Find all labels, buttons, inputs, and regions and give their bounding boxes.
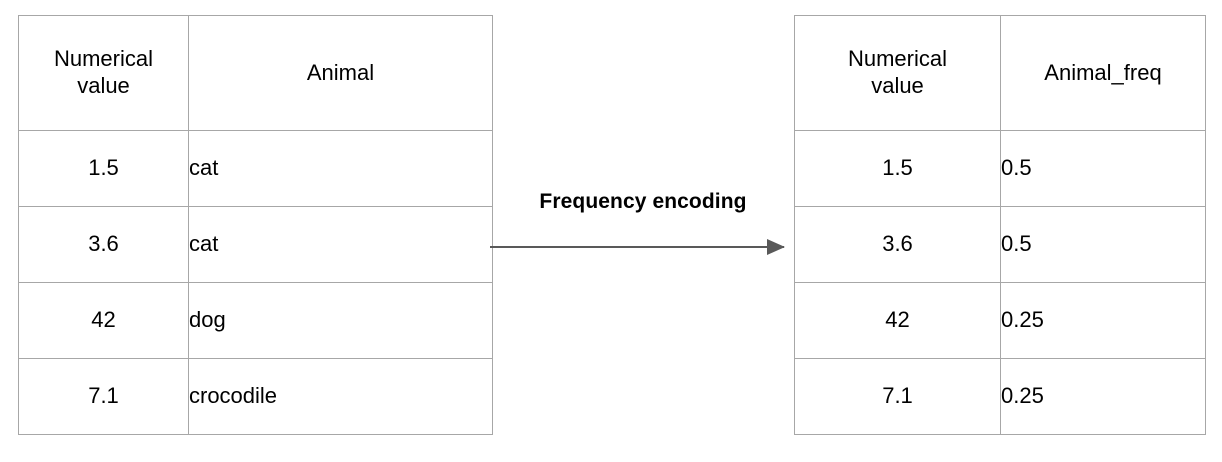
table-row: 3.6 0.5 bbox=[794, 206, 1206, 283]
header-line-1: Numerical bbox=[53, 46, 154, 72]
encoded-table-body: 1.5 0.5 3.6 0.5 42 0.25 7.1 0.25 bbox=[794, 130, 1206, 435]
cell-animal: crocodile bbox=[188, 358, 493, 435]
cell-numerical-value: 3.6 bbox=[18, 206, 189, 283]
source-table-header: Numerical value Animal bbox=[18, 15, 493, 131]
header-line-2: value bbox=[871, 73, 924, 98]
cell-animal-freq: 0.5 bbox=[1000, 206, 1206, 283]
column-header-animal: Animal bbox=[188, 15, 493, 131]
cell-animal-freq: 0.25 bbox=[1000, 282, 1206, 359]
cell-animal-freq: 0.5 bbox=[1000, 130, 1206, 207]
cell-numerical-value: 7.1 bbox=[18, 358, 189, 435]
source-table-body: 1.5 cat 3.6 cat 42 dog 7.1 crocodile bbox=[18, 130, 493, 435]
column-header-numerical-value: Numerical value bbox=[18, 15, 189, 131]
table-row: 7.1 0.25 bbox=[794, 358, 1206, 435]
cell-animal: cat bbox=[188, 206, 493, 283]
table-row: 1.5 cat bbox=[18, 130, 493, 207]
table-header-row: Numerical value Animal bbox=[18, 15, 493, 131]
source-data-table: Numerical value Animal 1.5 cat 3.6 cat 4… bbox=[18, 15, 493, 435]
encoded-data-table: Numerical value Animal_freq 1.5 0.5 3.6 … bbox=[794, 15, 1206, 435]
table-row: 42 0.25 bbox=[794, 282, 1206, 359]
table-header-row: Numerical value Animal_freq bbox=[794, 15, 1206, 131]
cell-numerical-value: 42 bbox=[18, 282, 189, 359]
table-row: 7.1 crocodile bbox=[18, 358, 493, 435]
transform-label: Frequency encoding bbox=[539, 190, 747, 213]
cell-animal-freq: 0.25 bbox=[1000, 358, 1206, 435]
cell-numerical-value: 3.6 bbox=[794, 206, 1001, 283]
cell-numerical-value: 1.5 bbox=[18, 130, 189, 207]
table-row: 3.6 cat bbox=[18, 206, 493, 283]
encoded-table-header: Numerical value Animal_freq bbox=[794, 15, 1206, 131]
cell-animal: cat bbox=[188, 130, 493, 207]
column-header-animal-freq: Animal_freq bbox=[1000, 15, 1206, 131]
cell-numerical-value: 1.5 bbox=[794, 130, 1001, 207]
table-row: 42 dog bbox=[18, 282, 493, 359]
column-header-numerical-value: Numerical value bbox=[794, 15, 1001, 131]
table-row: 1.5 0.5 bbox=[794, 130, 1206, 207]
header-line-2: value bbox=[77, 73, 130, 98]
arrow-right-icon bbox=[490, 239, 785, 255]
header-line-1: Numerical bbox=[847, 46, 948, 72]
cell-animal: dog bbox=[188, 282, 493, 359]
cell-numerical-value: 7.1 bbox=[794, 358, 1001, 435]
cell-numerical-value: 42 bbox=[794, 282, 1001, 359]
transform-annotation: Frequency encoding bbox=[488, 190, 798, 270]
